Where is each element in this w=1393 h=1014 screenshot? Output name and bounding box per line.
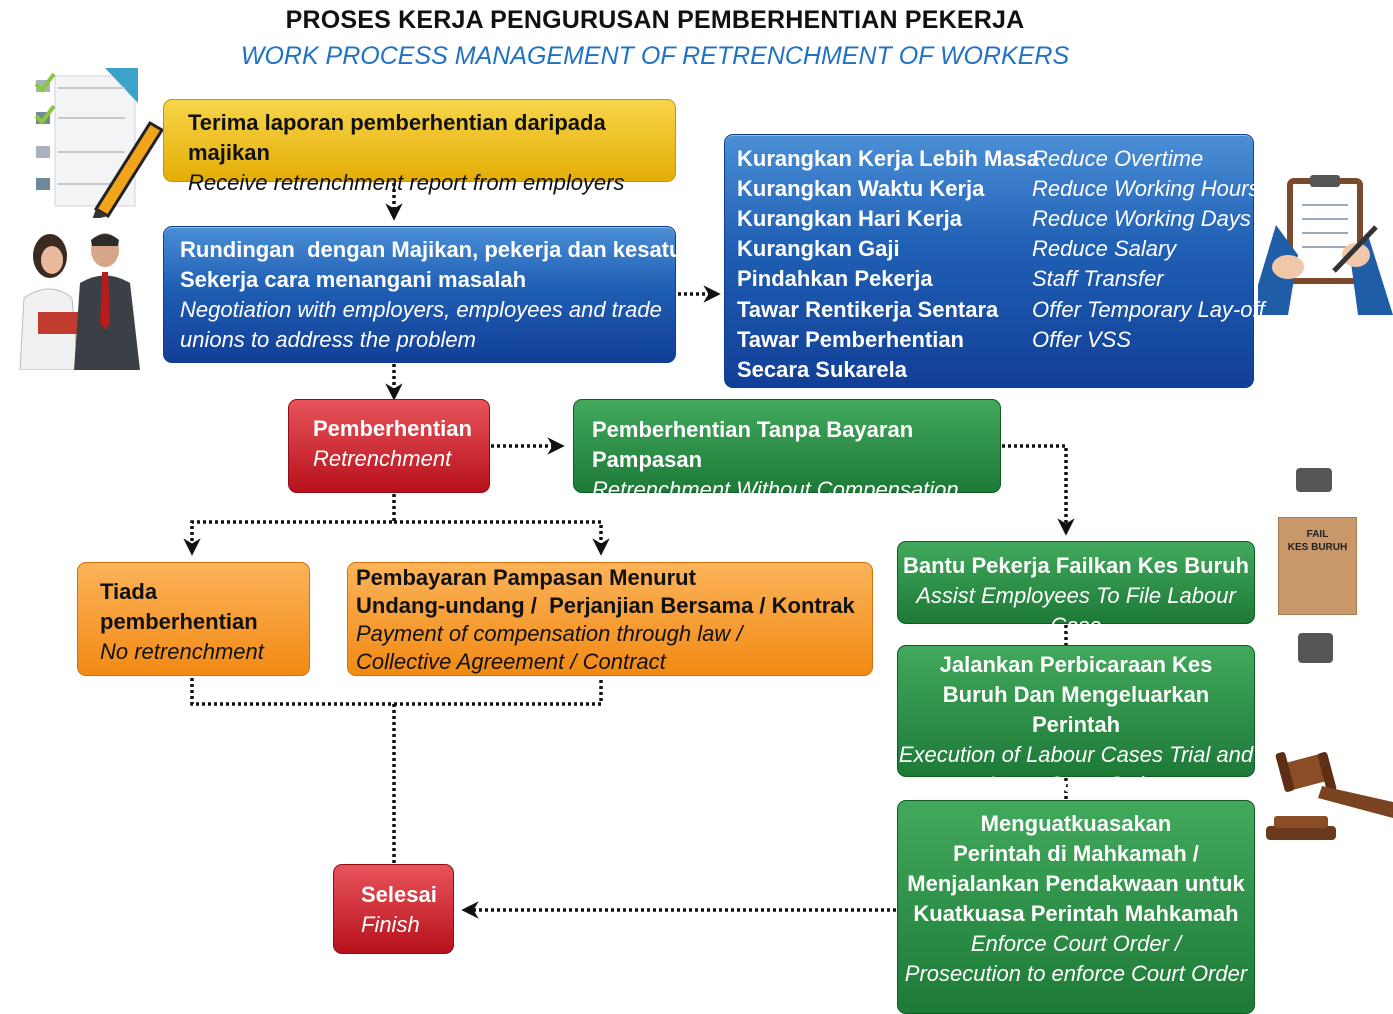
- step-negotiation-ms2: Sekerja cara menangani masalah: [180, 267, 527, 292]
- measure-ms: Pindahkan Pekerja: [737, 266, 933, 291]
- arrow-nocomp-to-assist: [1002, 444, 1075, 536]
- step-enforce-ms3: Menjalankan Pendakwaan untuk: [907, 871, 1245, 896]
- step-payment-ms1: Pembayaran Pampasan Menurut: [356, 565, 696, 590]
- measure-en: Reduce Salary: [1032, 236, 1177, 261]
- step-retrenchment-without-compensation: Pemberhentian Tanpa Bayaran Pampasan Ret…: [573, 399, 1001, 502]
- step-enforce-en2: Prosecution to enforce Court Order: [904, 961, 1248, 986]
- step-receive-en: Receive retrenchment report from employe…: [188, 170, 625, 195]
- step-compensation-payment: Pembayaran Pampasan Menurut Undang-undan…: [347, 562, 873, 676]
- step-enforce-ms4: Kuatkuasa Perintah Mahkamah: [913, 901, 1239, 926]
- line-outcomes-merge: [190, 678, 603, 706]
- measure-en: Offer Temporary Lay-off: [1032, 297, 1265, 322]
- gavel-icon: [1262, 740, 1393, 860]
- step-assist-en: Assist Employees To File Labour Case: [916, 583, 1236, 638]
- step-negotiation-en2: unions to address the problem: [180, 327, 476, 352]
- step-negotiation-en1: Negotiation with employers, employees an…: [180, 297, 662, 322]
- step-retrenchment: Pemberhentian Retrenchment: [288, 399, 490, 493]
- measure-ms: Kurangkan Kerja Lebih Masa: [737, 146, 1039, 171]
- step-noretrench-ms: Tiada pemberhentian: [100, 579, 258, 634]
- step-trial-court-order: Jalankan Perbicaraan Kes Buruh Dan Menge…: [897, 645, 1255, 797]
- step-enforce-ms2: Perintah di Mahkamah /: [953, 841, 1199, 866]
- step-receive-ms: Terima laporan pemberhentian daripada ma…: [188, 110, 606, 165]
- measure-ms: Secara Sukarela: [737, 357, 908, 382]
- measure-en: Staff Transfer: [1032, 266, 1164, 291]
- measure-en: Reduce Overtime: [1032, 146, 1204, 171]
- briefcase-handle-bottom: [1298, 633, 1333, 663]
- step-finish-en: Finish: [361, 912, 420, 937]
- step-trial-en1: Execution of Labour Cases Trial and: [898, 742, 1254, 767]
- case-label-line2: KES BURUH: [1287, 542, 1348, 553]
- step-enforce-court-order: Menguatkuasakan Perintah di Mahkamah / M…: [897, 800, 1255, 1014]
- checklist-pencil-illustration: [30, 68, 170, 220]
- step-payment-en1: Payment of compensation through law /: [356, 621, 743, 646]
- measure-ms: Tawar Pemberhentian: [737, 327, 964, 352]
- measure-en: Reduce Working Days: [1032, 206, 1251, 231]
- case-label-line1: FAIL: [1306, 529, 1329, 540]
- case-file-folder: FAIL KES BURUH: [1278, 517, 1357, 615]
- measure-ms: Kurangkan Hari Kerja: [737, 206, 962, 231]
- step-no-retrenchment: Tiada pemberhentian No retrenchment: [77, 562, 310, 676]
- measure-ms: Kurangkan Gaji: [737, 236, 900, 261]
- clipboard-hands-illustration: [1258, 175, 1393, 315]
- measure-en: Offer VSS: [1032, 327, 1132, 352]
- step-retrenchment-ms: Pemberhentian: [313, 416, 472, 441]
- step-enforce-ms1: Menguatkuasakan: [980, 811, 1172, 836]
- step-nocomp-en: Retrenchment Without Compensation: [592, 477, 959, 502]
- step-trial-ms1: Jalankan Perbicaraan Kes: [939, 652, 1213, 677]
- measure-ms: Tawar Rentikerja Sentara: [737, 297, 999, 322]
- step-retrenchment-en: Retrenchment: [313, 446, 452, 471]
- step-assist-file-case: Bantu Pekerja Failkan Kes Buruh Assist E…: [897, 541, 1255, 638]
- business-people-illustration: [10, 228, 160, 371]
- step-assist-ms: Bantu Pekerja Failkan Kes Buruh: [903, 553, 1249, 578]
- step-nocomp-ms: Pemberhentian Tanpa Bayaran Pampasan: [592, 417, 914, 472]
- measure-ms: Kurangkan Waktu Kerja: [737, 176, 985, 201]
- step-negotiation: Rundingan dengan Majikan, pekerja dan ke…: [163, 226, 709, 363]
- step-receive-report: Terima laporan pemberhentian daripada ma…: [163, 99, 676, 195]
- arrow-retrenchment-to-payment: [394, 520, 610, 556]
- step-enforce-en1: Enforce Court Order /: [970, 931, 1182, 956]
- step-finish-ms: Selesai: [361, 882, 437, 907]
- arrow-retrenchment-to-noretrench: [183, 494, 396, 556]
- step-noretrench-en: No retrenchment: [100, 639, 264, 664]
- step-negotiation-ms1: Rundingan dengan Majikan, pekerja dan ke…: [180, 237, 709, 262]
- briefcase-handle-top: [1296, 468, 1332, 492]
- page-subtitle: WORK PROCESS MANAGEMENT OF RETRENCHMENT …: [240, 42, 1070, 70]
- step-payment-en2: Collective Agreement / Contract: [356, 649, 666, 674]
- step-payment-ms2: Undang-undang / Perjanjian Bersama / Kon…: [356, 593, 855, 618]
- step-finish: Selesai Finish: [333, 864, 454, 954]
- step-trial-en2: Issue Court Order: [988, 772, 1164, 797]
- measure-en: Reduce Working Hours: [1032, 176, 1260, 201]
- step-trial-ms2: Buruh Dan Mengeluarkan Perintah: [942, 682, 1210, 737]
- page-title: PROSES KERJA PENGURUSAN PEMBERHENTIAN PE…: [285, 6, 1025, 34]
